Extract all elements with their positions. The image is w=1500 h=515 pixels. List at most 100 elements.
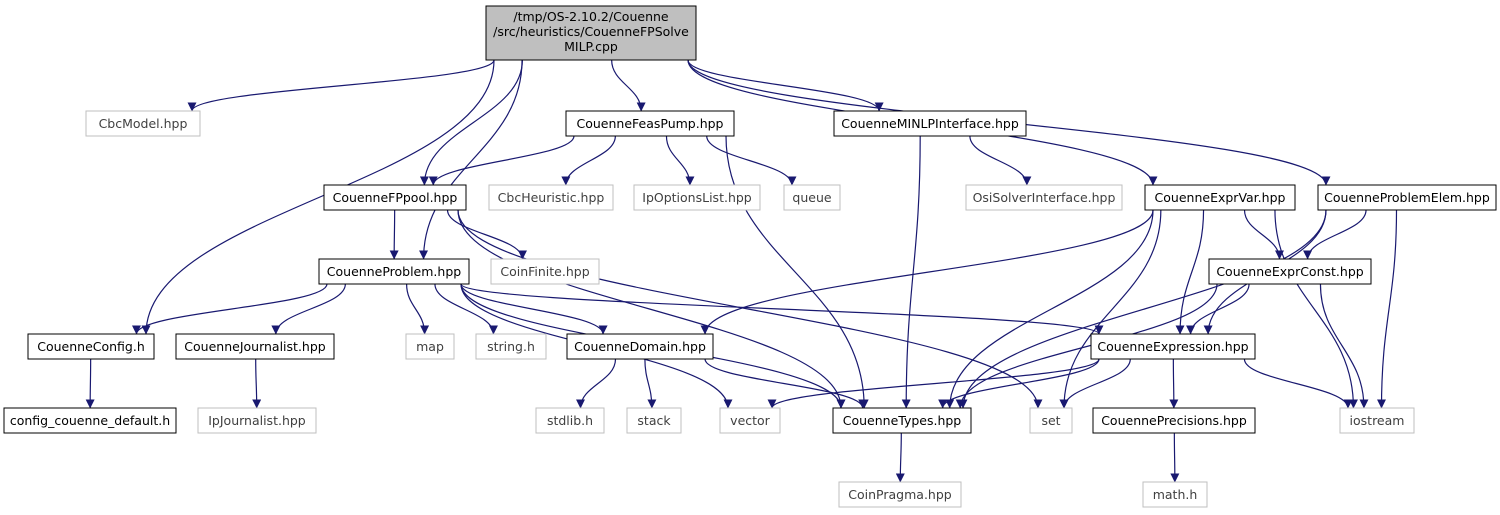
edge-exprconst-to-iostream	[1319, 283, 1369, 409]
edge-fppool-to-coinfinite	[446, 209, 527, 260]
node-feaspump[interactable]: CouenneFeasPump.hpp	[565, 110, 735, 137]
node-box-set	[1029, 407, 1073, 434]
node-label: config_couenne_default.h	[10, 413, 170, 428]
node-fppool[interactable]: CouenneFPpool.hpp	[323, 184, 467, 211]
node-box-exprconst	[1208, 258, 1372, 285]
edge-problem-to-stringh	[434, 283, 498, 335]
node-minlp[interactable]: CouenneMINLPInterface.hpp	[833, 110, 1027, 137]
edge-feaspump-to-fppool	[428, 135, 575, 186]
edge-expression-to-precisions	[1169, 358, 1179, 409]
node-vector[interactable]: vector	[719, 407, 781, 434]
node-box-stdlib	[535, 407, 605, 434]
edge-root-to-fppool	[419, 59, 523, 186]
node-stringh[interactable]: string.h	[475, 333, 547, 360]
node-box-precisions	[1092, 407, 1256, 434]
node-box-coinpragma	[838, 481, 962, 508]
edge-problem-to-expression	[460, 283, 1104, 335]
node-exprvar[interactable]: CouenneExprVar.hpp	[1144, 184, 1296, 211]
node-label: CouenneProblem.hpp	[327, 264, 461, 279]
node-cbcheur[interactable]: CbcHeuristic.hpp	[488, 184, 614, 211]
node-label: CouenneDomain.hpp	[574, 339, 706, 354]
node-map[interactable]: map	[405, 333, 455, 360]
node-cbcmodel[interactable]: CbcModel.hpp	[85, 110, 201, 137]
node-queue[interactable]: queue	[783, 184, 841, 211]
node-box-stringh	[475, 333, 547, 360]
node-problem[interactable]: CouenneProblem.hpp	[318, 258, 470, 285]
node-box-fppool	[323, 184, 467, 211]
node-root[interactable]: /tmp/OS-2.10.2/Couenne/src/heuristics/Co…	[485, 5, 697, 61]
node-box-map	[405, 333, 455, 360]
node-box-config	[27, 333, 155, 360]
node-stdlib[interactable]: stdlib.h	[535, 407, 605, 434]
edge-problem-to-domain	[460, 283, 608, 335]
node-box-problem	[318, 258, 470, 285]
edge-layer	[85, 59, 1398, 483]
edge-domain-to-types	[704, 358, 868, 409]
node-label: CouenneProblemElem.hpp	[1324, 190, 1490, 205]
node-osisolver[interactable]: OsiSolverInterface.hpp	[965, 184, 1123, 211]
node-label: stdlib.h	[547, 413, 593, 428]
node-label: CouenneConfig.h	[37, 339, 145, 354]
edge-probelem-to-exprconst	[1303, 209, 1367, 260]
node-label: stack	[637, 413, 671, 428]
edge-problem-to-map	[406, 283, 430, 335]
node-coinfinite[interactable]: CoinFinite.hpp	[490, 258, 600, 285]
node-iostream[interactable]: iostream	[1339, 407, 1415, 434]
root-label-line: MILP.cpp	[564, 39, 618, 54]
node-coinpragma[interactable]: CoinPragma.hpp	[838, 481, 962, 508]
edge-exprvar-to-iostream	[1274, 209, 1358, 409]
node-exprconst[interactable]: CouenneExprConst.hpp	[1208, 258, 1372, 285]
edge-fppool-to-types	[457, 209, 846, 409]
node-box-iostream	[1339, 407, 1415, 434]
node-ipopts[interactable]: IpOptionsList.hpp	[633, 184, 761, 211]
node-layer: /tmp/OS-2.10.2/Couenne/src/heuristics/Co…	[3, 5, 1497, 508]
node-label: OsiSolverInterface.hpp	[973, 190, 1116, 205]
node-label: CbcModel.hpp	[99, 116, 188, 131]
node-box-root	[485, 5, 697, 61]
edge-feaspump-to-ipopts	[665, 135, 695, 186]
node-box-domain	[566, 333, 714, 360]
node-box-cbcmodel	[85, 110, 201, 137]
node-label: CouenneTypes.hpp	[843, 413, 962, 428]
node-box-vector	[719, 407, 781, 434]
edge-exprconst-to-expression	[1186, 283, 1250, 335]
node-label: vector	[730, 413, 771, 428]
node-box-osisolver	[965, 184, 1123, 211]
node-types[interactable]: CouenneTypes.hpp	[832, 407, 972, 434]
node-label: CouennePrecisions.hpp	[1101, 413, 1247, 428]
edge-precisions-to-mathh	[1170, 432, 1180, 483]
node-box-probelem	[1317, 184, 1497, 211]
node-stack[interactable]: stack	[626, 407, 682, 434]
root-label-line: /src/heuristics/CouenneFPSolve	[493, 24, 689, 39]
node-box-queue	[783, 184, 841, 211]
node-label: CouenneMINLPInterface.hpp	[841, 116, 1019, 131]
node-box-expression	[1090, 333, 1256, 360]
node-label: queue	[792, 190, 831, 205]
node-ipjournalist[interactable]: IpJournalist.hpp	[197, 407, 317, 434]
node-config[interactable]: CouenneConfig.h	[27, 333, 155, 360]
node-mathh[interactable]: math.h	[1142, 481, 1208, 508]
node-configdef[interactable]: config_couenne_default.h	[3, 407, 177, 434]
node-label: CoinPragma.hpp	[848, 487, 951, 502]
node-expression[interactable]: CouenneExpression.hpp	[1090, 333, 1256, 360]
node-domain[interactable]: CouenneDomain.hpp	[566, 333, 714, 360]
edge-exprconst-to-types	[955, 283, 1218, 409]
edge-feaspump-to-cbcheur	[561, 135, 616, 186]
node-box-configdef	[3, 407, 177, 434]
node-set[interactable]: set	[1029, 407, 1073, 434]
node-box-mathh	[1142, 481, 1208, 508]
edge-problem-to-config	[132, 283, 328, 335]
node-box-coinfinite	[490, 258, 600, 285]
node-label: iostream	[1350, 413, 1405, 428]
node-box-stack	[626, 407, 682, 434]
edge-root-to-cbcmodel	[187, 59, 495, 112]
node-label: CoinFinite.hpp	[500, 264, 589, 279]
node-label: CouenneExprVar.hpp	[1155, 190, 1286, 205]
node-precisions[interactable]: CouennePrecisions.hpp	[1092, 407, 1256, 434]
node-journalist[interactable]: CouenneJournalist.hpp	[175, 333, 335, 360]
edge-root-to-problem	[419, 59, 523, 260]
edge-expression-to-iostream	[1243, 358, 1353, 409]
node-probelem[interactable]: CouenneProblemElem.hpp	[1317, 184, 1497, 211]
node-box-cbcheur	[488, 184, 614, 211]
